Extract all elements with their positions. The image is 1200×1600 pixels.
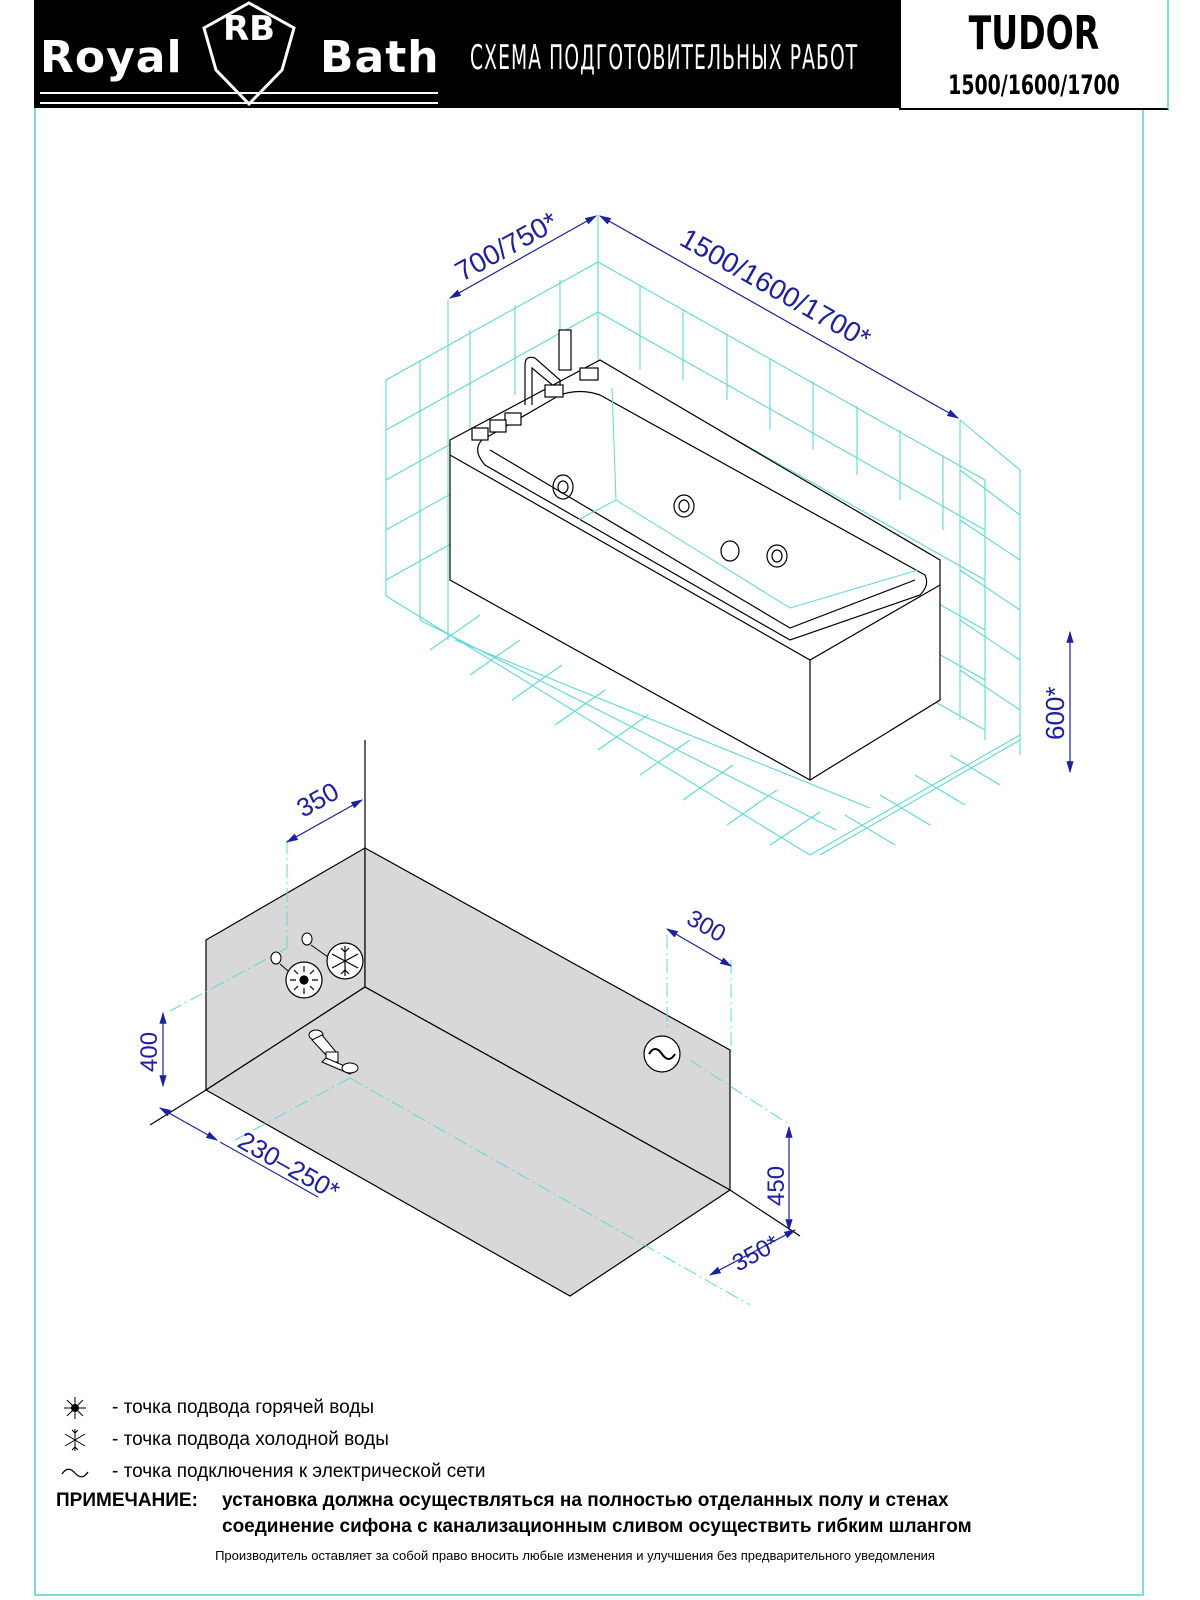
page-title: СХЕМА ПОДГОТОВИТЕЛЬНЫХ РАБОТ <box>470 38 859 78</box>
header-banner <box>34 0 899 108</box>
model-sizes: 1500/1600/1700 <box>948 70 1120 101</box>
legend-item-electric: - точка подключения к электрической сети <box>60 1459 660 1489</box>
legend-item-hot: - точка подвода горячей воды <box>60 1395 660 1425</box>
brand-bath: Bath <box>320 32 440 83</box>
brand-royal: Royal <box>40 32 183 83</box>
drain-siphon <box>308 1029 359 1075</box>
faucet <box>471 329 599 441</box>
dim-electric-height: 450 <box>763 1166 790 1206</box>
dim-length: 1500/1600/1700* <box>675 222 876 354</box>
hot-water-icon <box>64 1397 86 1419</box>
dim-depth: 350* <box>728 1230 784 1278</box>
installation-niche <box>149 740 801 1297</box>
dim-width: 700/750* <box>450 206 563 288</box>
note-line-1: установка должна осуществляться на полно… <box>222 1490 949 1511</box>
note-label: ПРИМЕЧАНИЕ: <box>56 1490 198 1511</box>
legend-text: - точка подвода горячей воды <box>112 1397 375 1418</box>
dim-supply-height: 400 <box>136 1032 163 1072</box>
model-name: TUDOR <box>968 6 1100 60</box>
dim-supply-offset: 350 <box>291 776 343 823</box>
brand-underline <box>40 92 438 104</box>
cold-water-icon <box>64 1429 86 1451</box>
note-line-2: соединение сифона с канализационным слив… <box>222 1516 972 1537</box>
model-box: TUDOR 1500/1600/1700 <box>899 0 1169 110</box>
hydromassage-jets <box>552 474 788 568</box>
electric-point <box>643 1035 681 1073</box>
hot-water-point <box>285 961 323 999</box>
legend-text: - точка подвода холодной воды <box>112 1429 389 1450</box>
cold-water-point <box>326 942 364 980</box>
electric-icon <box>61 1468 89 1478</box>
dim-height: 600* <box>1040 687 1070 741</box>
legend-text: - точка подключения к электрической сети <box>112 1461 486 1482</box>
shield-logo-icon: RB <box>202 1 296 107</box>
footer-disclaimer: Производитель оставляет за собой право в… <box>215 1548 935 1563</box>
legend-item-cold: - точка подвода холодной воды <box>60 1427 660 1457</box>
drawing-frame <box>34 108 1144 1596</box>
bathtub <box>449 359 941 781</box>
brand-monogram: RB <box>223 9 275 49</box>
